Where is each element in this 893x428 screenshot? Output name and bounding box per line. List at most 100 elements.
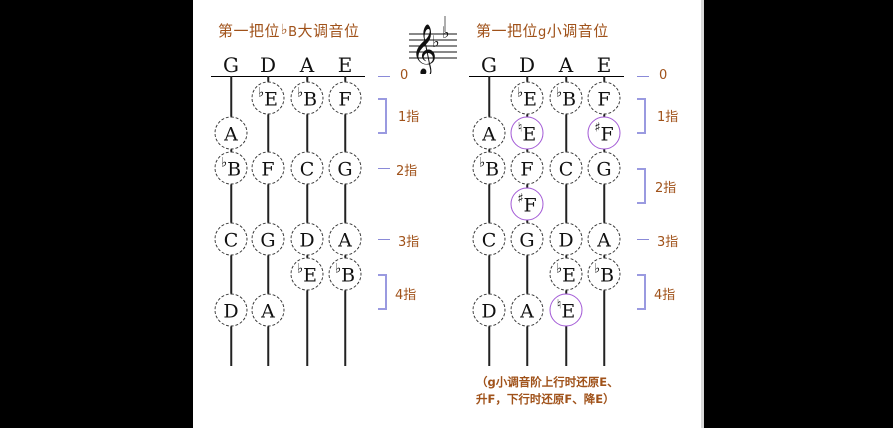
note-name: G [337,158,353,181]
note-name: D [558,229,574,252]
right-note-a: A [510,293,544,327]
treble-clef-key-signature-icon: 𝄞 ♭ ♭ [409,16,457,74]
note-name: A [597,229,611,252]
left-finger4-label: 4指 [395,288,417,303]
left-note-d: D [290,222,324,256]
left-note-g: G [251,222,285,256]
right-finger1-label: 1指 [657,110,679,125]
note-name: A [482,123,496,146]
footnote-line-2: 升F，下行时还原F、降E） [476,392,615,406]
accidental-flat-icon: ♭ [296,261,304,277]
right-finger2-bracket [637,168,646,204]
note-name: C [558,158,574,181]
note-name: F [338,88,352,111]
note-name: B [303,88,318,111]
left-finger2-label: 2指 [396,164,418,179]
note-name: G [519,229,535,252]
right-note-c: C [549,151,583,185]
note-name: E [303,264,317,287]
left-finger2-dash [378,168,390,169]
right-note-natural-e: ♮E [549,293,583,327]
right-string-a [565,76,567,366]
right-note-sharp-f: ♯F [587,116,621,150]
footnote: （g小调音阶上行时还原E、 升F，下行时还原F、降E） [476,374,619,408]
left-nut [211,76,365,77]
right-note-natural-e: ♮E [510,116,544,150]
diagram-panel [193,0,701,428]
right-string-label-d: D [518,53,536,77]
right-string-label-g: G [481,53,497,77]
note-name: F [523,194,537,217]
note-name: F [597,88,611,111]
right-title: 第一把位g小调音位 [476,22,609,40]
right-string-g [488,76,490,366]
accidental-flat-icon: ♭ [516,85,524,101]
right-string-label-e: E [596,53,612,77]
right-finger1-bracket [637,98,646,134]
note-name: B [227,158,242,181]
right-note-flat-e: ♭E [510,81,544,115]
left-note-flat-e: ♭E [251,81,285,115]
right-note-d: D [549,222,583,256]
right-string-label-a: A [558,53,574,77]
left-finger1-bracket [378,98,387,134]
right-note-flat-b: ♭B [472,151,506,185]
accidental-flat-icon: ♭ [478,155,486,171]
panel-border [701,0,704,428]
right-finger4-bracket [637,274,646,310]
left-string-label-g: G [223,53,239,77]
left-note-flat-e: ♭E [290,257,324,291]
note-name: B [341,264,356,287]
right-note-c: C [472,222,506,256]
right-finger4-label: 4指 [654,288,676,303]
right-note-f: F [587,81,621,115]
right-note-flat-e: ♭E [549,257,583,291]
right-note-d: D [472,293,506,327]
note-name: B [485,158,500,181]
note-name: E [522,123,537,146]
note-name: G [260,229,276,252]
note-name: G [596,158,612,181]
left-finger3-dash [378,239,390,240]
right-note-flat-b: ♭B [587,257,621,291]
left-note-c: C [290,151,324,185]
left-note-a: A [328,222,362,256]
left-note-flat-b: ♭B [214,151,248,185]
right-finger2-label: 2指 [655,181,677,196]
footnote-line-1: （g小调音阶上行时还原E、 [476,375,619,389]
note-name: E [561,300,576,323]
note-name: C [223,229,239,252]
right-note-flat-b: ♭B [549,81,583,115]
note-name: D [481,300,497,323]
accidental-flat-icon: ♭ [555,261,563,277]
right-nut [469,76,624,77]
note-name: F [520,158,534,181]
svg-text:♭: ♭ [442,23,450,42]
left-note-a: A [251,293,285,327]
right-note-g: G [510,222,544,256]
note-name: D [299,229,315,252]
left-note-flat-b: ♭B [290,81,324,115]
right-finger3-dash [637,239,649,240]
accidental-flat-icon: ♭ [334,261,342,277]
left-string-e [344,76,346,366]
right-note-g: G [587,151,621,185]
left-finger1-label: 1指 [398,110,420,125]
left-string-label-e: E [337,53,353,77]
left-note-d: D [214,293,248,327]
right-note-sharp-f: ♯F [510,187,544,221]
left-title: 第一把位♭B大调音位 [218,22,360,40]
accidental-natural-icon: ♮ [517,120,523,136]
left-string-label-a: A [299,53,315,77]
right-string-d [526,76,528,366]
note-name: D [223,300,239,323]
note-name: A [261,300,275,323]
note-name: F [261,158,275,181]
left-note-f: F [251,151,285,185]
left-note-flat-b: ♭B [328,257,362,291]
left-string-g [230,76,232,366]
note-name: E [562,264,576,287]
left-open-label: 0 [400,68,409,83]
left-string-label-d: D [259,53,277,77]
left-open-dash [378,76,390,77]
